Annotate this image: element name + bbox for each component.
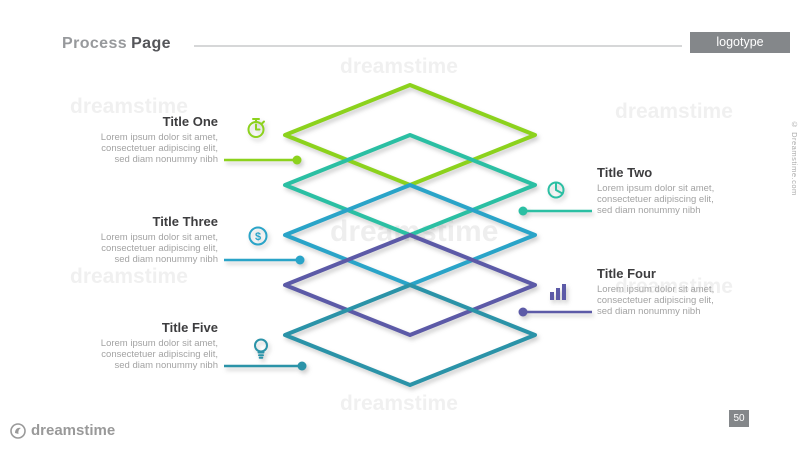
connector-dot-three — [295, 255, 305, 265]
item-title: Title One — [162, 114, 218, 129]
connector-dot-two — [518, 206, 528, 216]
logotype-badge: logotype — [690, 32, 790, 53]
item-title: Title Five — [161, 320, 218, 335]
pie-chart-icon — [547, 181, 565, 199]
brand-watermark-text: dreamstime — [31, 422, 116, 439]
dollar-glyph: $ — [255, 231, 261, 243]
light-bulb-icon — [254, 338, 268, 359]
item-body: Lorem ipsum dolor sit amet, consectetuer… — [100, 132, 218, 165]
page-number-badge: 50 — [729, 410, 749, 427]
item-title-five: Title Five Lorem ipsum dolor sit amet, c… — [85, 320, 218, 371]
item-title: Title Three — [152, 214, 218, 229]
item-body: Lorem ipsum dolor sit amet, consectetuer… — [597, 183, 715, 216]
connector-dot-five — [297, 361, 307, 371]
stopwatch-icon — [247, 118, 265, 138]
item-body: Lorem ipsum dolor sit amet, consectetuer… — [597, 284, 715, 317]
side-watermark-text: © Dreamstime.com — [790, 120, 799, 196]
brand-watermark: dreamstime — [10, 422, 115, 439]
item-title: Title Two — [597, 165, 653, 180]
item-title-two: Title Two Lorem ipsum dolor sit amet, co… — [597, 165, 730, 216]
diamond-layer-5 — [283, 283, 537, 387]
item-body: Lorem ipsum dolor sit amet, consectetuer… — [100, 338, 218, 371]
connector-dot-one — [292, 155, 302, 165]
item-title-three: Title Three Lorem ipsum dolor sit amet, … — [85, 214, 218, 265]
page-title-dark: Page — [131, 35, 171, 52]
item-title-four: Title Four Lorem ipsum dolor sit amet, c… — [597, 266, 730, 317]
bar-chart-icon — [550, 284, 566, 300]
dollar-coin-icon — [248, 226, 268, 246]
item-body: Lorem ipsum dolor sit amet, consectetuer… — [100, 232, 218, 265]
connector-dot-four — [518, 307, 528, 317]
diamond-layer-4 — [283, 233, 537, 337]
header-divider — [194, 45, 682, 47]
item-title: Title Four — [597, 266, 656, 281]
page-title-light: Process — [62, 35, 128, 52]
item-title-one: Title One Lorem ipsum dolor sit amet, co… — [85, 114, 218, 165]
brand-logo-icon — [10, 422, 26, 439]
